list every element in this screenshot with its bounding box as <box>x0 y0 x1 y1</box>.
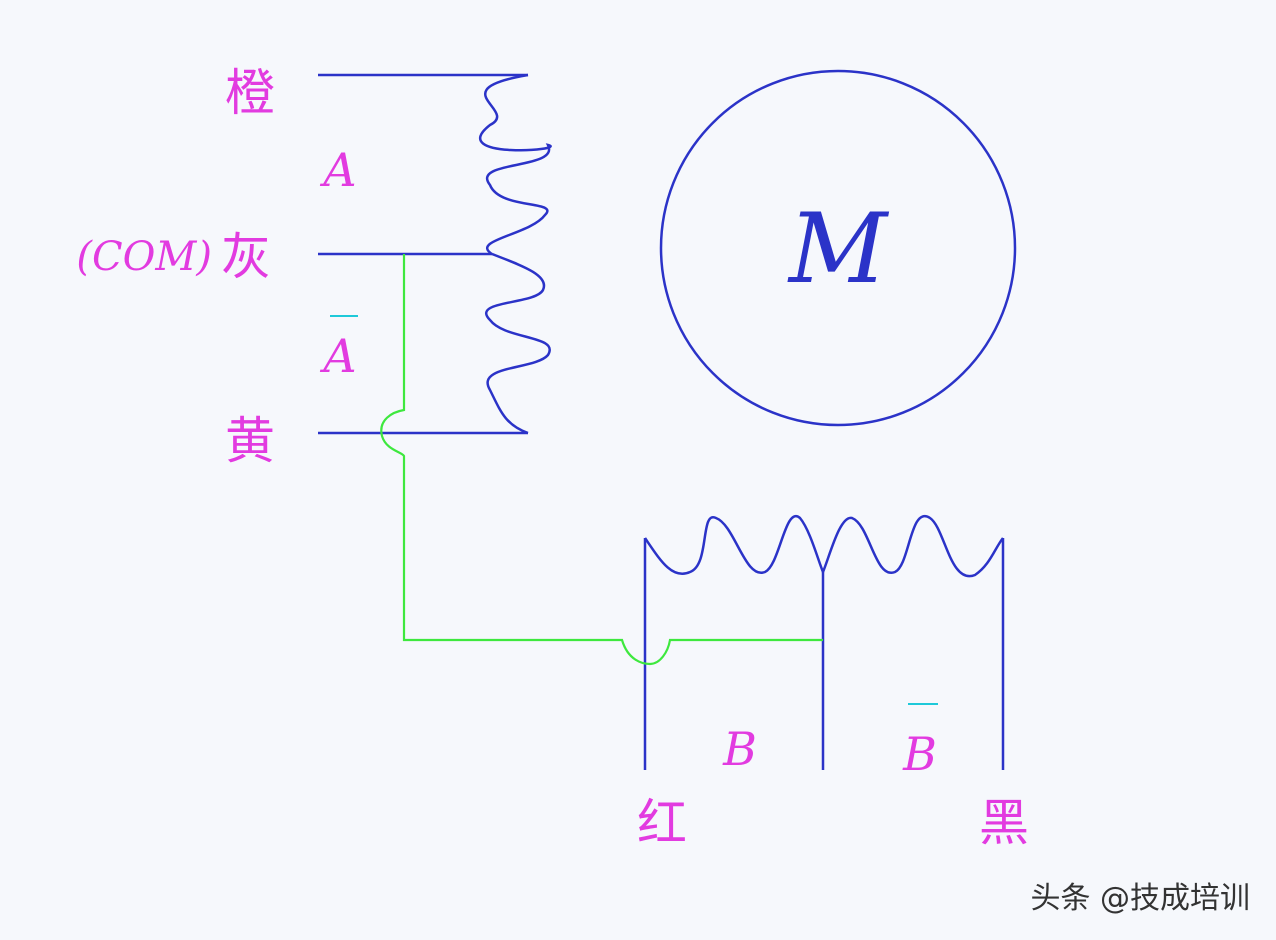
red-wire-label: 红 <box>637 794 687 852</box>
coil-a-bar-label: A <box>319 329 356 383</box>
motor-circle <box>659 69 1017 427</box>
coil-b-bar-winding <box>821 514 1004 578</box>
gray-wire-label: 灰 <box>221 228 271 286</box>
coil-b-bar-label: B <box>902 727 937 781</box>
black-wire-label: 黑 <box>979 794 1029 852</box>
com-link-wire <box>380 254 823 666</box>
orange-wire-label: 橙 <box>225 64 275 122</box>
coil-b-label: B <box>722 722 757 776</box>
com-label: (COM) <box>76 234 212 280</box>
coil-a-bar-winding <box>485 252 551 435</box>
coil-b-winding <box>643 514 825 575</box>
coil-a-label: A <box>319 143 356 197</box>
coil-a-winding <box>479 73 552 256</box>
watermark-text: 头条 @技成培训 <box>1030 881 1250 916</box>
yellow-wire-label: 黄 <box>225 412 275 470</box>
motor-label: M <box>787 193 890 305</box>
